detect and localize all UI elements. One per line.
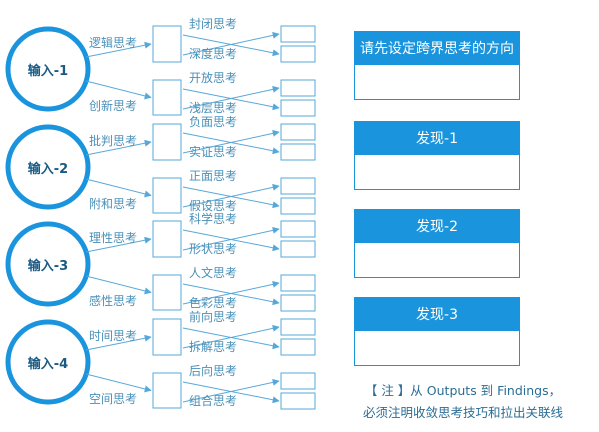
direction-panel-title: 请先设定跨界思考的方向 [354, 31, 520, 64]
mode-box-1-2 [152, 79, 182, 116]
mode-label-4-1: 时间思考 [89, 329, 138, 343]
mode-arrow-3-2 [85, 275, 152, 295]
finding-2-panel: 发现-2 [354, 209, 520, 278]
mode-label-2-1: 批判思考 [89, 134, 138, 148]
mode-label-1-2: 创新思考 [89, 99, 138, 113]
output-box-1-2 [280, 45, 316, 63]
output-label-2-2: 实证思考 [189, 145, 238, 159]
input-label-1: 输入-1 [27, 64, 69, 79]
cross-arrow-up-4-1 [182, 324, 280, 349]
mode-arrow-3-1 [85, 236, 152, 253]
mode-label-4-2: 空间思考 [89, 392, 138, 406]
finding-1-body[interactable] [354, 154, 520, 190]
finding-3-panel: 发现-3 [354, 297, 520, 366]
mode-arrow-2-2 [85, 178, 152, 198]
mode-label-2-2: 附和思考 [89, 197, 138, 211]
cross-arrow-up-2-1 [182, 129, 280, 154]
output-box-2-2 [280, 143, 316, 161]
cross-arrow-up-3-2 [182, 280, 280, 305]
output-label-1-1: 封闭思考 [189, 17, 238, 31]
output-label-3-2: 形状思考 [189, 242, 238, 256]
mode-label-3-1: 理性思考 [89, 231, 138, 245]
finding-2-title: 发现-2 [354, 209, 520, 242]
cross-arrow-up-1-2 [182, 85, 280, 110]
output-label-1-3: 开放思考 [189, 71, 238, 85]
mode-box-4-2 [152, 372, 182, 409]
output-box-1-1 [280, 25, 316, 43]
input-label-4: 输入-4 [27, 357, 69, 372]
output-box-3-2 [280, 240, 316, 258]
mode-box-1-1 [152, 25, 182, 63]
finding-3-title: 发现-3 [354, 297, 520, 330]
output-label-4-3: 后向思考 [189, 364, 238, 378]
cross-arrow-up-4-2 [182, 378, 280, 403]
output-label-4-2: 拆解思考 [189, 340, 238, 354]
input-label-2: 输入-2 [27, 162, 69, 177]
note-line-2: 必须注明收敛思考技巧和拉出关联线 [362, 405, 563, 420]
mode-box-4-1 [152, 318, 182, 356]
cross-arrow-up-1-1 [182, 31, 280, 56]
mode-box-2-2 [152, 177, 182, 214]
mode-label-3-2: 感性思考 [89, 294, 138, 308]
input-circle-2 [5, 124, 91, 210]
mode-arrow-4-1 [85, 334, 152, 351]
direction-panel: 请先设定跨界思考的方向 [354, 31, 520, 100]
mode-box-2-1 [152, 123, 182, 161]
mode-box-3-1 [152, 220, 182, 258]
note: 【 注 】从 Outputs 到 Findings， 必须注明收敛思考技巧和拉出… [332, 380, 594, 424]
mode-label-1-1: 逻辑思考 [89, 36, 138, 50]
output-label-3-1: 科学思考 [189, 212, 238, 226]
cross-arrow-up-2-2 [182, 183, 280, 208]
output-box-4-1 [280, 318, 316, 336]
output-box-4-4 [280, 392, 316, 410]
mode-box-3-2 [152, 274, 182, 311]
output-box-3-4 [280, 294, 316, 312]
note-line-1: 【 注 】从 Outputs 到 Findings， [364, 383, 562, 398]
mode-arrow-2-1 [85, 139, 152, 156]
mode-arrow-1-2 [85, 80, 152, 100]
input-circle-3 [5, 221, 91, 307]
output-label-2-3: 正面思考 [189, 169, 238, 183]
direction-panel-body[interactable] [354, 64, 520, 100]
output-box-1-3 [280, 79, 316, 97]
output-box-3-3 [280, 274, 316, 292]
finding-2-body[interactable] [354, 242, 520, 278]
output-box-4-2 [280, 338, 316, 356]
output-box-2-1 [280, 123, 316, 141]
mode-arrow-1-1 [85, 41, 152, 58]
output-box-4-3 [280, 372, 316, 390]
finding-3-body[interactable] [354, 330, 520, 366]
output-box-2-3 [280, 177, 316, 195]
input-label-3: 输入-3 [27, 259, 69, 274]
output-box-3-1 [280, 220, 316, 238]
output-label-1-4: 浅层思考 [189, 101, 238, 115]
output-label-2-4: 假设思考 [189, 199, 238, 213]
output-label-1-2: 深度思考 [189, 47, 238, 61]
finding-1-title: 发现-1 [354, 121, 520, 154]
input-circle-1 [5, 26, 91, 112]
finding-1-panel: 发现-1 [354, 121, 520, 190]
cross-arrow-up-3-1 [182, 226, 280, 251]
output-label-3-3: 人文思考 [189, 266, 238, 280]
input-circle-4 [5, 319, 91, 405]
output-label-2-1: 负面思考 [189, 115, 238, 129]
output-label-4-4: 组合思考 [189, 394, 238, 408]
output-label-4-1: 前向思考 [189, 310, 238, 324]
mode-arrow-4-2 [85, 373, 152, 393]
output-label-3-4: 色彩思考 [189, 296, 238, 310]
output-box-1-4 [280, 99, 316, 117]
output-box-2-4 [280, 197, 316, 215]
